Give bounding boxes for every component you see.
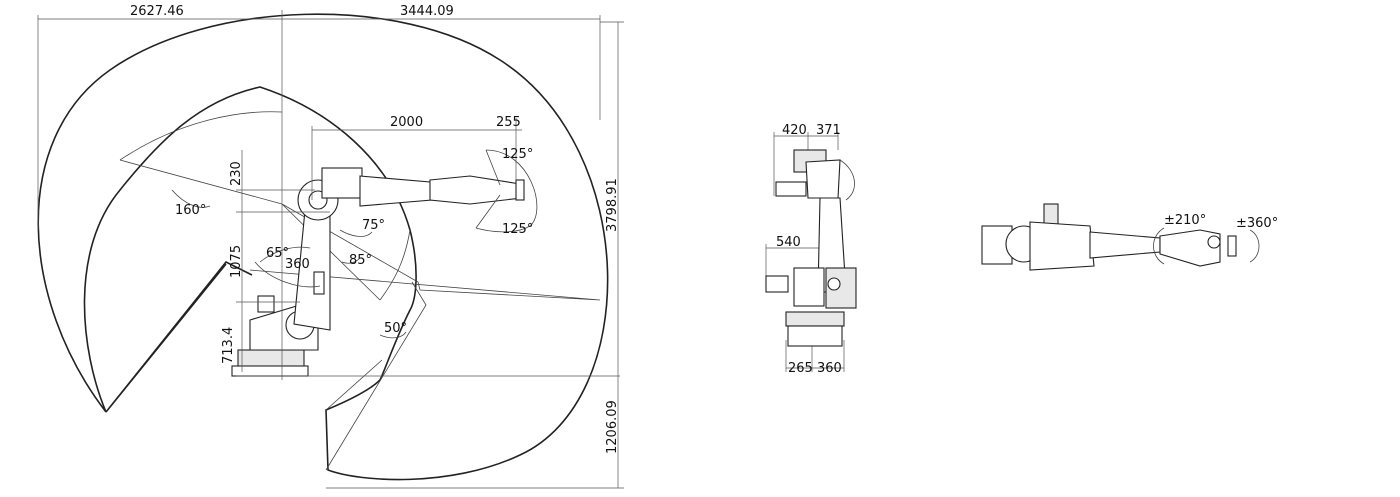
- angle-arc-85: [341, 257, 361, 264]
- dim-label-2000: 2000: [390, 115, 423, 130]
- flange-top: [1227, 235, 1237, 257]
- dim-label-230: 230: [229, 161, 244, 186]
- wrist-joint-top: [1207, 235, 1221, 249]
- cable-loop-front: [839, 159, 855, 201]
- angle-label-75: 75°: [362, 218, 385, 233]
- outer-envelope-curve: [37, 13, 609, 481]
- forearm-top: [1089, 231, 1161, 259]
- angle-label-125-bottom: 125°: [502, 222, 533, 237]
- wrist-angle-line-top: [485, 149, 501, 186]
- dim-label-1206: 1206.09: [605, 400, 620, 454]
- upper-arm: [359, 175, 433, 207]
- dim-label-713: 713.4: [221, 327, 236, 364]
- inner-envelope-curve: [83, 86, 417, 413]
- forearm-tube: [429, 175, 523, 205]
- angle-arc-160: [171, 189, 211, 208]
- inner-arcs: [119, 111, 411, 301]
- wrist-range-arc: [475, 149, 538, 233]
- dim-label-540: 540: [776, 235, 801, 250]
- angle-arc-360: [254, 261, 321, 288]
- motor-top: [1043, 203, 1059, 225]
- lower-arm-cylinder: [313, 271, 325, 295]
- shoulder-axis-front: [827, 277, 841, 291]
- dim-label-1075: 1075: [229, 245, 244, 278]
- work-envelope: [37, 13, 609, 481]
- wrist-motor-front: [775, 181, 807, 197]
- wrist-angle-line-bottom: [475, 194, 501, 229]
- envelope-wedge-lines: [105, 260, 253, 413]
- rotation-label-210: ±210°: [1164, 213, 1206, 228]
- angle-label-65: 65°: [266, 246, 289, 261]
- lower-arm-top: [1029, 221, 1095, 271]
- dim-label-2627: 2627.46: [130, 4, 184, 19]
- elbow-front: [805, 159, 841, 199]
- angle-arc-65: [259, 246, 311, 263]
- elbow-housing: [321, 167, 363, 199]
- angle-label-50: 50°: [384, 321, 407, 336]
- angle-arc-50: [379, 331, 407, 339]
- dim-label-360-front: 360: [817, 361, 842, 376]
- rotation-arc-360: [1249, 229, 1260, 263]
- side-dimension-lines: [37, 10, 624, 489]
- motor-box-front: [765, 275, 789, 293]
- robot-front-view: [765, 132, 857, 372]
- angle-label-125-top: 125°: [502, 147, 533, 162]
- sector-lines: [119, 159, 601, 471]
- wrist-top: [1159, 229, 1221, 267]
- turret-left-front: [793, 267, 825, 307]
- angle-label-85: 85°: [349, 253, 372, 268]
- dim-label-420: 420: [782, 123, 807, 138]
- angle-arc-75: [339, 229, 373, 237]
- dim-label-371: 371: [816, 123, 841, 138]
- base-lower-front: [787, 325, 843, 347]
- angle-label-360: 360: [285, 257, 310, 272]
- dim-label-3798: 3798.91: [605, 178, 620, 232]
- base-plate: [231, 365, 309, 377]
- robot-top-view: [981, 203, 1260, 271]
- base-upper-front: [785, 311, 845, 327]
- dim-label-265: 265: [788, 361, 813, 376]
- motor-box-side: [257, 295, 275, 313]
- rotation-label-360: ±360°: [1236, 216, 1278, 231]
- wrist-flange: [515, 179, 525, 201]
- angle-label-160: 160°: [175, 203, 206, 218]
- dim-label-255: 255: [496, 115, 521, 130]
- dim-label-3444: 3444.09: [400, 4, 454, 19]
- rotation-arc-210: [1153, 227, 1165, 265]
